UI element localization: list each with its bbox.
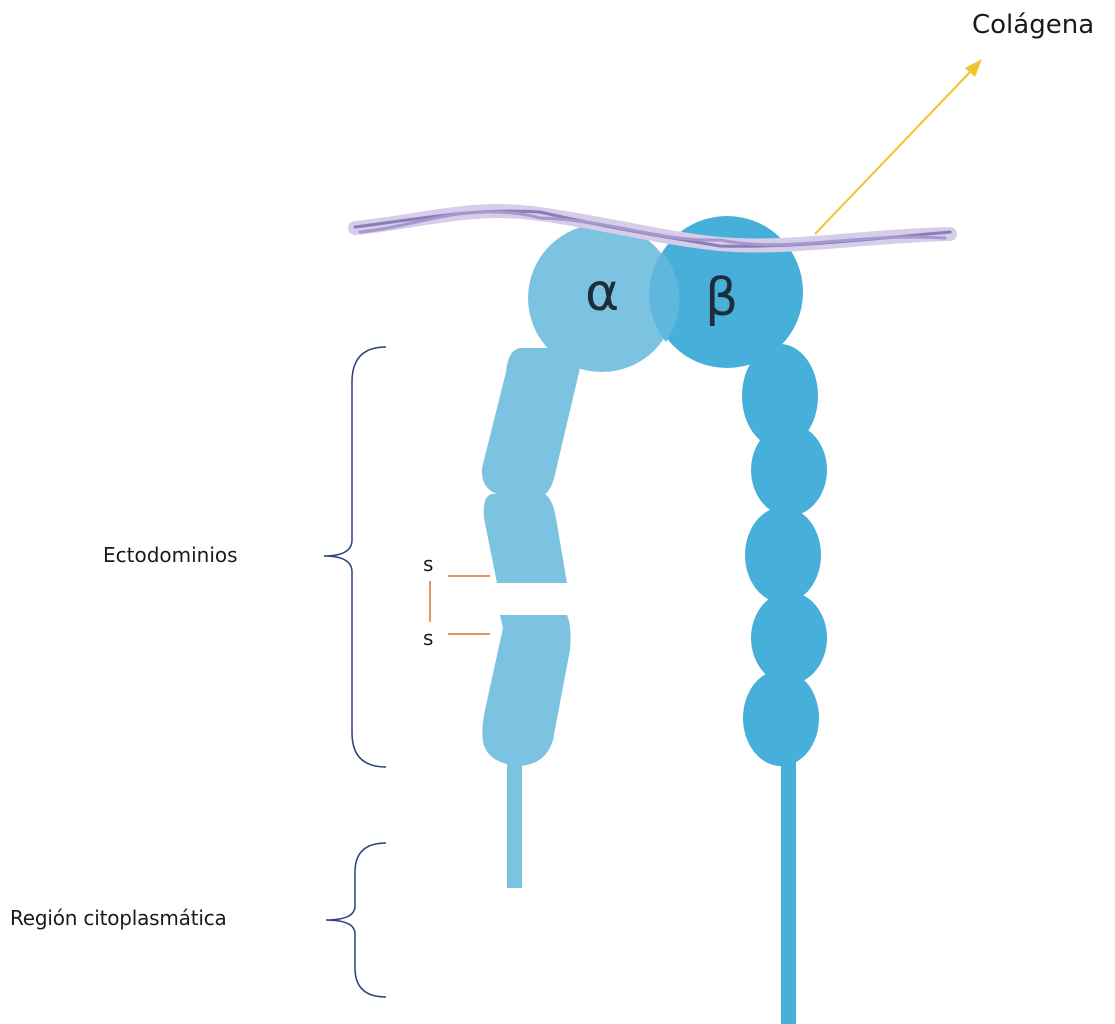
alpha-subunit — [482, 224, 676, 888]
beta-subunit — [651, 216, 827, 1024]
alpha-transmembrane-tail — [507, 758, 522, 888]
ectodomains-label: Ectodominios — [103, 543, 238, 567]
beta-bead-2 — [751, 424, 827, 516]
alpha-segment-1 — [482, 348, 580, 496]
beta-bead-3 — [745, 507, 821, 603]
beta-transmembrane-tail — [781, 750, 796, 1024]
alpha-segment-3 — [482, 615, 570, 766]
cytoplasmic-brace — [326, 843, 386, 997]
alpha-segment-2 — [484, 492, 567, 583]
disulfide-bottom-label: s — [423, 626, 433, 650]
cytoplasmic-region-label: Región citoplasmática — [10, 906, 227, 930]
disulfide-top-label: s — [423, 552, 433, 576]
disulfide-bond-marker — [430, 576, 490, 634]
alpha-label: α — [585, 263, 619, 323]
beta-bead-4 — [751, 592, 827, 684]
collagen-fiber — [355, 211, 950, 246]
collagen-arrow — [815, 59, 982, 234]
beta-label: β — [705, 268, 738, 328]
collagen-label: Colágena — [972, 10, 1094, 40]
ectodomain-brace — [324, 347, 386, 767]
